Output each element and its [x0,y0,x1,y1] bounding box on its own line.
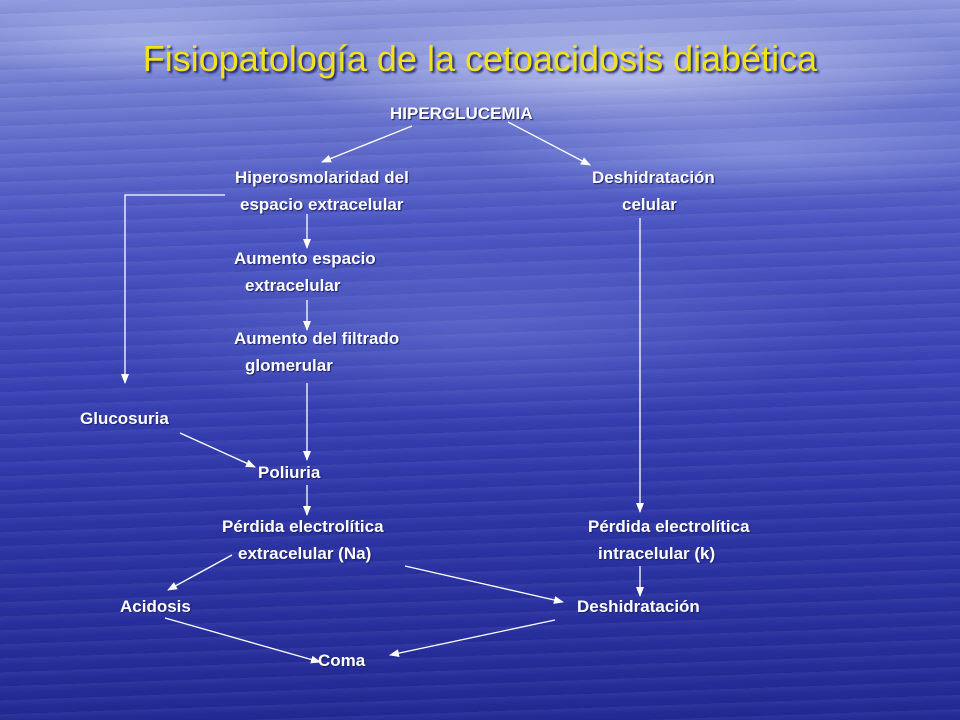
node-acidosis: Acidosis [120,597,191,616]
node-perdida-extracelular-line2: extracelular (Na) [238,544,372,563]
node-hiperosmolaridad-line1: Hiperosmolaridad del [235,168,409,187]
node-hiperosmolaridad-line2: espacio extracelular [240,195,404,214]
arrow-hiperglucemia-hiperosmolaridad [321,125,413,163]
node-aumento-filtrado-line2: glomerular [245,356,333,375]
arrow-perdida-extracelular-acidosis [167,554,233,591]
node-hiperglucemia: HIPERGLUCEMIA [390,104,533,123]
node-perdida-intracelular-line2: intracelular (k) [598,544,716,563]
node-deshidratacion-celular-line2: celular [622,195,677,214]
node-aumento-espacio-line1: Aumento espacio [234,249,376,268]
arrow-perdida-extracelular-deshidratacion [404,565,564,604]
node-perdida-extracelular-line1: Pérdida electrolítica [222,517,384,536]
node-deshidratacion: Deshidratación [577,597,700,616]
arrow-acidosis-coma [164,617,321,664]
arrow-hiperglucemia-deshidratacion-celular [507,121,591,166]
arrow-deshidratacion-coma [389,619,556,658]
node-perdida-intracelular-line1: Pérdida electrolítica [588,517,750,536]
node-aumento-filtrado-line1: Aumento del filtrado [234,329,400,348]
node-deshidratacion-celular-line1: Deshidratación [592,168,715,187]
arrow-hiperosmolaridad-glucosuria [121,194,225,384]
node-poliuria: Poliuria [258,463,321,482]
arrow-glucosuria-poliuria [179,432,256,468]
node-glucosuria: Glucosuria [80,409,169,428]
node-aumento-espacio-line2: extracelular [245,276,341,295]
slide-title: Fisiopatología de la cetoacidosis diabét… [142,38,818,79]
node-coma: Coma [318,651,366,670]
